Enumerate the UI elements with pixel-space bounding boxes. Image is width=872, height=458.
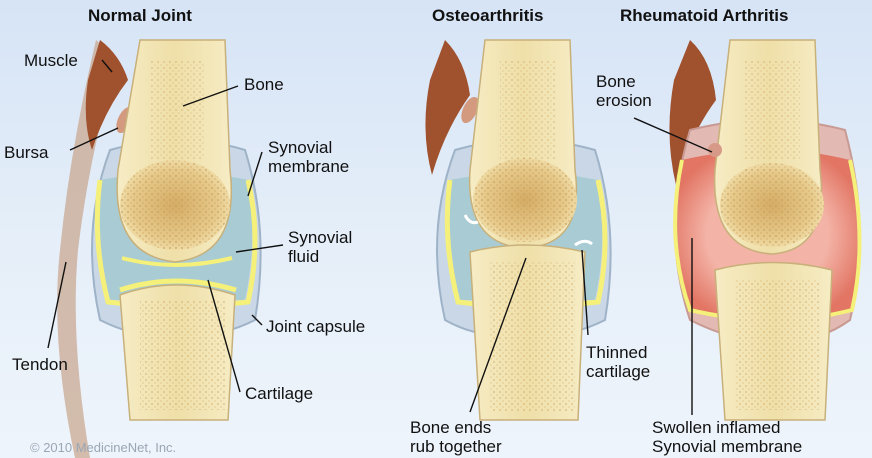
- normal-joint-illustration: [57, 40, 260, 458]
- label-synovial-membrane-1: Synovial: [268, 138, 332, 157]
- label-swollen-membrane-2: Synovial membrane: [652, 437, 802, 456]
- label-swollen-membrane-1: Swollen inflamed: [652, 418, 781, 437]
- title-rheumatoid-arthritis: Rheumatoid Arthritis: [620, 6, 788, 26]
- title-osteoarthritis: Osteoarthritis: [432, 6, 543, 26]
- label-thinned-cartilage-2: cartilage: [586, 362, 650, 381]
- label-synovial-fluid-1: Synovial: [288, 228, 352, 247]
- label-synovial-fluid-2: fluid: [288, 247, 319, 266]
- label-bone-ends-2: rub together: [410, 437, 502, 456]
- title-normal-joint: Normal Joint: [88, 6, 192, 26]
- label-bone-erosion-1: Bone: [596, 72, 636, 91]
- label-muscle: Muscle: [24, 51, 78, 70]
- label-bone-ends-1: Bone ends: [410, 418, 491, 437]
- label-tendon: Tendon: [12, 355, 68, 374]
- osteoarthritis-illustration: [425, 40, 610, 420]
- label-thinned-cartilage-1: Thinned: [586, 343, 647, 362]
- copyright-notice: © 2010 MedicineNet, Inc.: [30, 440, 176, 455]
- label-bone: Bone: [244, 75, 284, 94]
- label-joint-capsule: Joint capsule: [266, 317, 365, 336]
- label-bone-erosion-2: erosion: [596, 91, 652, 110]
- ra-bone-erosion: [708, 143, 722, 157]
- label-cartilage: Cartilage: [245, 384, 313, 403]
- rheumatoid-illustration: [669, 40, 859, 420]
- label-synovial-membrane-2: membrane: [268, 157, 349, 176]
- label-bursa: Bursa: [4, 143, 48, 162]
